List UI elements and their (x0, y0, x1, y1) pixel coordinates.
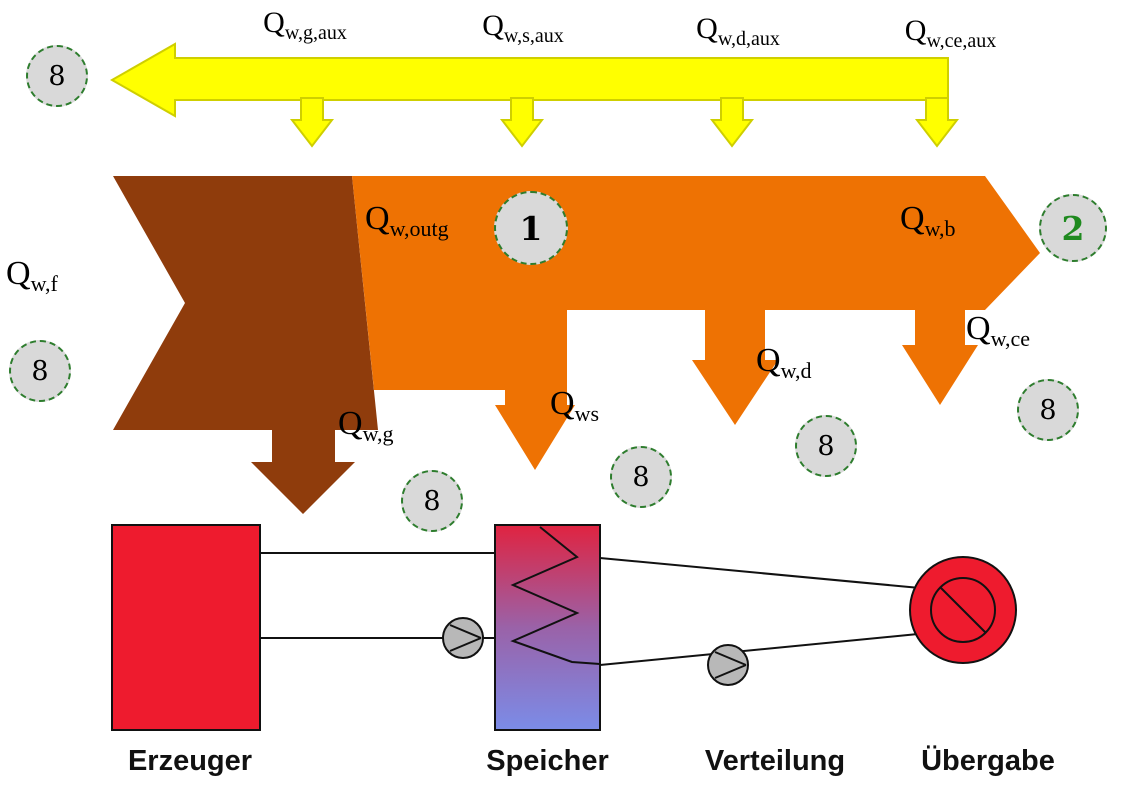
label-base: Q (482, 9, 504, 42)
loss-marker-aux: 8 (26, 45, 88, 107)
label-generator: Erzeuger (127, 745, 253, 777)
label-sub: w,outg (389, 216, 449, 241)
label-sub: w,ce (990, 326, 1031, 351)
generator-box (111, 524, 261, 731)
label-q-wd-aux: Qw,d,aux (663, 12, 813, 50)
label-base: Q (6, 255, 31, 292)
loss-symbol: 8 (423, 485, 441, 517)
loss-symbol: 8 (817, 430, 835, 462)
label-base: Q (904, 14, 927, 47)
label-q-woutg: Qw,outg (365, 200, 449, 241)
loss-marker-emission: 8 (1017, 379, 1079, 441)
pipe-storage-emitter-top (599, 557, 921, 589)
label-storage: Speicher (486, 745, 609, 777)
loss-symbol: 8 (1039, 394, 1057, 426)
label-q-wf: Qw,f (6, 255, 58, 296)
loss-marker-storage: 8 (610, 446, 672, 508)
label-q-ws-aux: Qw,s,aux (448, 9, 598, 47)
label-base: Q (900, 200, 925, 237)
label-q-wg: Qw,g (338, 405, 394, 446)
label-base: Q (338, 405, 363, 442)
emitter-slash (940, 587, 987, 634)
label-q-wd: Qw,d (756, 342, 812, 383)
storage-coil (510, 526, 601, 665)
loss-symbol: 8 (31, 355, 49, 387)
label-sub: w,b (924, 216, 956, 241)
node-1-label: 1 (519, 208, 543, 248)
pump-1 (442, 617, 484, 659)
label-sub: w,g (362, 421, 394, 446)
label-q-wce: Qw,ce (966, 310, 1030, 351)
pipe-storage-emitter-bottom (599, 633, 919, 666)
label-sub: ws (574, 401, 600, 426)
label-distribution: Verteilung (704, 745, 846, 777)
loss-symbol: 8 (48, 60, 66, 92)
aux-drop-arrow-1 (289, 97, 335, 148)
storage-box (494, 524, 601, 731)
label-base: Q (365, 200, 390, 237)
emitter-symbol (909, 556, 1017, 664)
label-emission: Übergabe (921, 745, 1055, 777)
label-base: Q (550, 385, 575, 422)
node-2-label: 2 (1061, 208, 1085, 248)
aux-drop-arrow-3 (709, 97, 755, 148)
aux-drop-arrow-4 (914, 97, 960, 148)
label-q-ws: Qws (550, 385, 599, 426)
aux-drop-arrow-2 (499, 97, 545, 148)
label-base: Q (756, 342, 781, 379)
label-q-wce-aux: Qw,ce,aux (868, 14, 1033, 52)
label-sub: w,s,aux (503, 25, 564, 47)
label-sub: w,g,aux (284, 22, 347, 44)
pump-2 (707, 644, 749, 686)
label-base: Q (696, 12, 718, 45)
label-base: Q (966, 310, 991, 347)
label-sub: w,f (30, 271, 58, 296)
loss-marker-distribution: 8 (795, 415, 857, 477)
input-flow-arrow (113, 176, 378, 514)
node-marker-2: 2 (1039, 194, 1107, 262)
loss-symbol: 8 (632, 461, 650, 493)
label-q-wg-aux: Qw,g,aux (225, 6, 385, 44)
label-sub: w,d,aux (717, 28, 780, 50)
label-q-wb: Qw,b (900, 200, 956, 241)
node-marker-1: 1 (494, 191, 568, 265)
label-sub: w,ce,aux (926, 30, 997, 52)
loss-marker-input: 8 (9, 340, 71, 402)
label-base: Q (263, 6, 285, 39)
loss-marker-generation: 8 (401, 470, 463, 532)
label-sub: w,d (780, 358, 812, 383)
